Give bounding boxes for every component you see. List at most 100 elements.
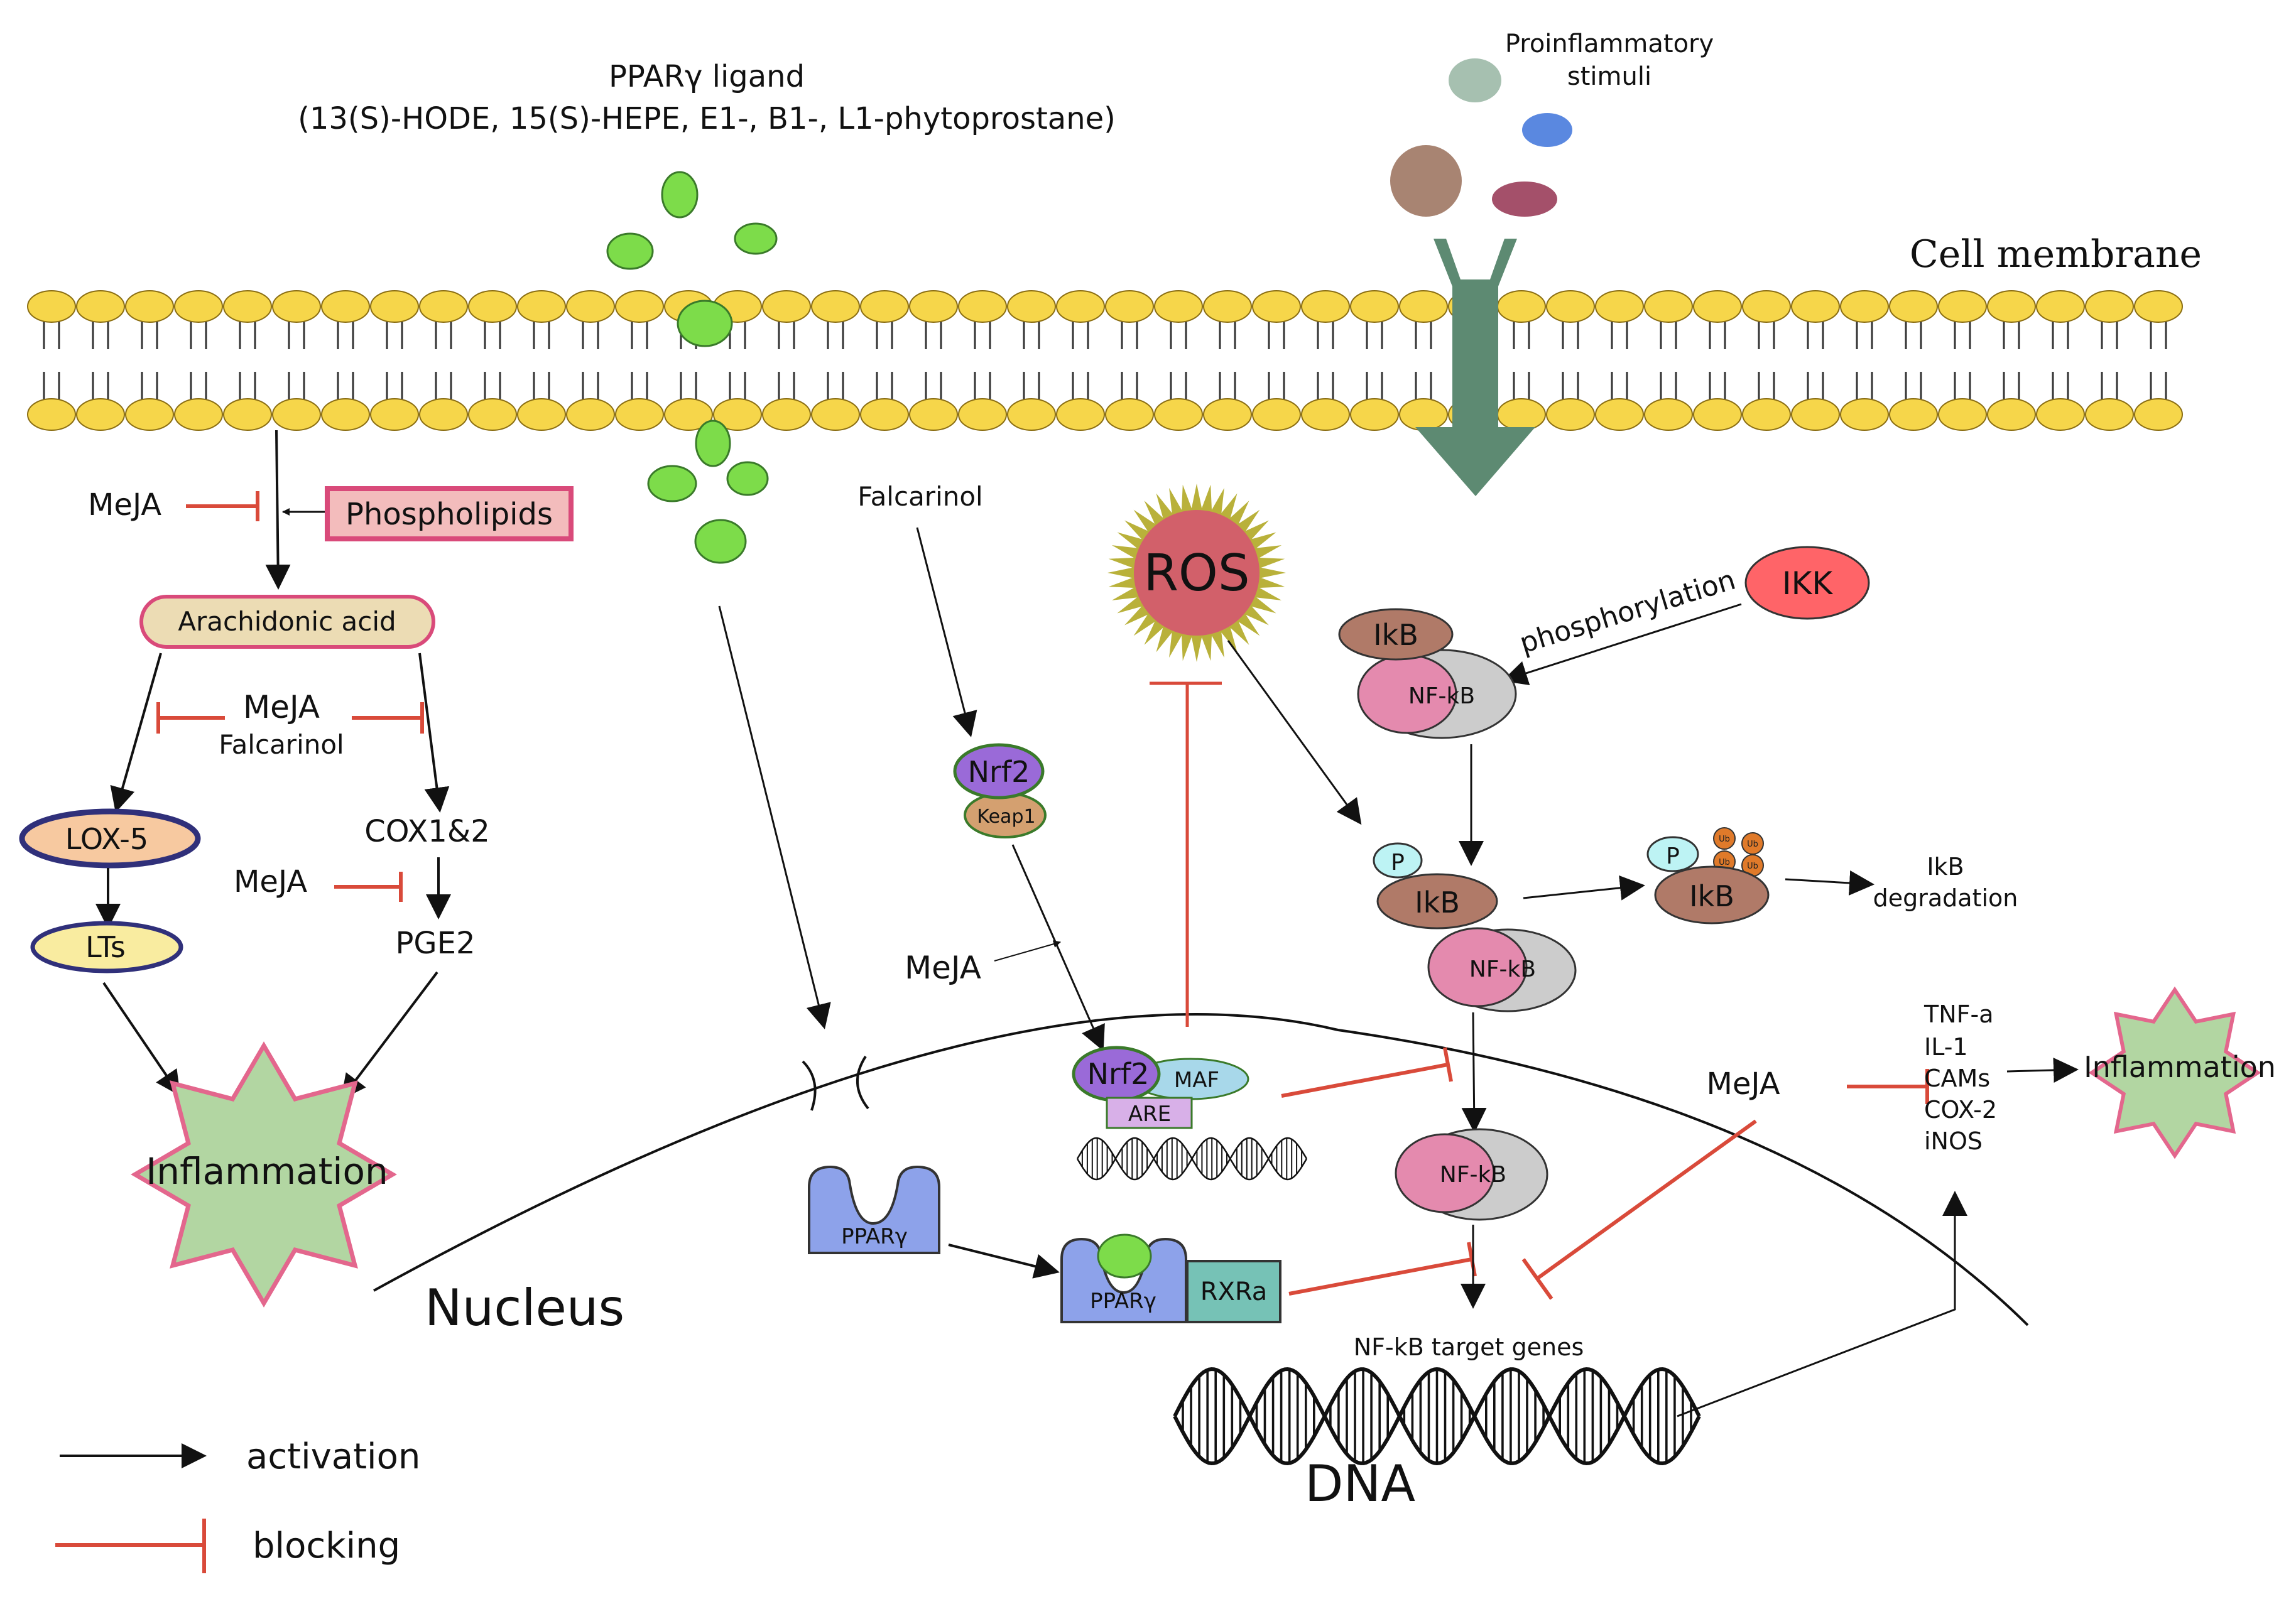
lipid-head-icon bbox=[1350, 290, 1399, 323]
ikb-label: IkB bbox=[1373, 618, 1418, 652]
lipid-head-icon bbox=[1693, 398, 1742, 431]
phosphate-label: P bbox=[1391, 850, 1405, 875]
lipid-head-icon bbox=[1154, 398, 1203, 431]
stimulus-icon bbox=[1492, 182, 1557, 217]
lts-label: LTs bbox=[85, 930, 126, 964]
ikb-degradation-line1: IkB bbox=[1927, 853, 1964, 881]
activation-arrow bbox=[1461, 1012, 1487, 1133]
lipid-head-icon bbox=[1497, 398, 1546, 431]
ppar-ligand-title: PPARγ ligand bbox=[609, 59, 805, 94]
ubiquitin-label: Ub bbox=[1719, 858, 1730, 867]
lipid-head-icon bbox=[517, 398, 566, 431]
dna-small-icon bbox=[1076, 1137, 1308, 1181]
cox12-label: COX1&2 bbox=[364, 814, 490, 849]
lipid-head-icon bbox=[664, 398, 713, 431]
lipid-head-icon bbox=[1252, 398, 1301, 431]
activation-arrow bbox=[265, 430, 291, 590]
lipid-head-icon bbox=[1791, 290, 1840, 323]
lipid-head-icon bbox=[1644, 290, 1693, 323]
lipid-head-icon bbox=[1105, 290, 1154, 323]
lipid-head-icon bbox=[321, 290, 370, 323]
lipid-head-icon bbox=[713, 398, 762, 431]
lipid-head-icon bbox=[1301, 290, 1350, 323]
lipid-head-icon bbox=[272, 290, 321, 323]
legend-activation-label: activation bbox=[246, 1436, 420, 1477]
ppary-label: PPARγ bbox=[841, 1224, 908, 1249]
lipid-head-icon bbox=[1056, 290, 1105, 323]
lipid-head-icon bbox=[1742, 290, 1791, 323]
lipid-head-icon bbox=[566, 290, 615, 323]
block-bar bbox=[1521, 1258, 1553, 1300]
lipid-head-icon bbox=[1203, 398, 1252, 431]
inflammation-left-label: Inflammation bbox=[146, 1150, 388, 1193]
activation-arrow bbox=[340, 971, 438, 1100]
meja-label: MeJA bbox=[234, 864, 307, 899]
activation-arrow bbox=[916, 527, 977, 737]
cell-membrane-label: Cell membrane bbox=[1910, 232, 2202, 276]
lipid-head-icon bbox=[1399, 290, 1448, 323]
cytokine-item: IL-1 bbox=[1924, 1033, 1968, 1061]
cytokine-item: TNF-a bbox=[1923, 1000, 1994, 1028]
legend-blocking-label: blocking bbox=[253, 1526, 400, 1566]
lipid-head-icon bbox=[1301, 398, 1350, 431]
ikk-node bbox=[1744, 546, 1870, 620]
nucleus-label: Nucleus bbox=[425, 1279, 624, 1337]
lipid-head-icon bbox=[1840, 398, 1889, 431]
activation-arrow bbox=[994, 940, 1061, 962]
nfkb-pink-lobe bbox=[1395, 1133, 1495, 1213]
block-line bbox=[1288, 1257, 1472, 1296]
lipid-head-icon bbox=[1889, 290, 1938, 323]
lipid-head-icon bbox=[2134, 398, 2183, 431]
ikb-label: IkB bbox=[1415, 886, 1460, 919]
meja-label: MeJA bbox=[1706, 1066, 1780, 1102]
dna-strand bbox=[1076, 1137, 1308, 1181]
phosphate-label: P bbox=[1666, 843, 1680, 869]
proinflammatory-stimuli bbox=[1390, 58, 1572, 217]
ligand-icon bbox=[606, 232, 654, 270]
ligand-icon bbox=[677, 300, 733, 347]
arachidonic-acid-box bbox=[139, 595, 435, 649]
pge2-label: PGE2 bbox=[395, 926, 475, 961]
nuclear-envelope bbox=[373, 1012, 2029, 1326]
lipid-head-icon bbox=[1252, 290, 1301, 323]
lipid-head-icon bbox=[1595, 290, 1644, 323]
lipid-head-icon bbox=[566, 398, 615, 431]
falcarinol-label: Falcarinol bbox=[857, 481, 982, 512]
activation-arrow bbox=[2006, 1057, 2079, 1083]
cell-membrane-bilayer bbox=[27, 290, 2183, 431]
lipid-head-icon bbox=[76, 398, 125, 431]
lipid-head-icon bbox=[1987, 398, 2036, 431]
lox5-label: LOX-5 bbox=[65, 822, 148, 856]
lipid-head-icon bbox=[1938, 398, 1987, 431]
lipid-head-icon bbox=[174, 290, 223, 323]
keap1-label: Keap1 bbox=[977, 806, 1035, 828]
lipid-head-icon bbox=[174, 398, 223, 431]
lipid-head-icon bbox=[1889, 398, 1938, 431]
block-line bbox=[1281, 1063, 1449, 1098]
activation-arrow bbox=[1011, 844, 1105, 1051]
falcarinol-label: Falcarinol bbox=[219, 729, 344, 760]
lipid-head-icon bbox=[321, 398, 370, 431]
lipid-head-icon bbox=[1546, 290, 1595, 323]
activation-arrow bbox=[948, 1244, 1060, 1279]
meja-label: MeJA bbox=[243, 689, 320, 725]
cytokine-item: iNOS bbox=[1924, 1127, 1983, 1155]
ligand-icon bbox=[661, 171, 699, 219]
legend: activation blocking bbox=[55, 1436, 420, 1573]
are-label: ARE bbox=[1128, 1102, 1171, 1127]
block-bar bbox=[1443, 1047, 1453, 1082]
ligand-icon bbox=[726, 461, 769, 496]
ikb-degradation-line2: degradation bbox=[1873, 884, 2018, 912]
nfkb-label: NF-kB bbox=[1469, 957, 1536, 982]
activation-arrow bbox=[102, 982, 181, 1097]
lipid-head-icon bbox=[1203, 290, 1252, 323]
activation-arrow bbox=[1523, 875, 1645, 901]
lipid-head-icon bbox=[419, 398, 468, 431]
lipid-head-icon bbox=[223, 290, 272, 323]
dna-label: DNA bbox=[1305, 1455, 1415, 1513]
ppar-ligand-list: (13(S)-HODE, 15(S)-HEPE, E1-, B1-, L1-ph… bbox=[298, 101, 1116, 136]
lipid-head-icon bbox=[27, 398, 76, 431]
lipid-head-icon bbox=[909, 398, 958, 431]
ikb-node bbox=[1338, 608, 1454, 661]
